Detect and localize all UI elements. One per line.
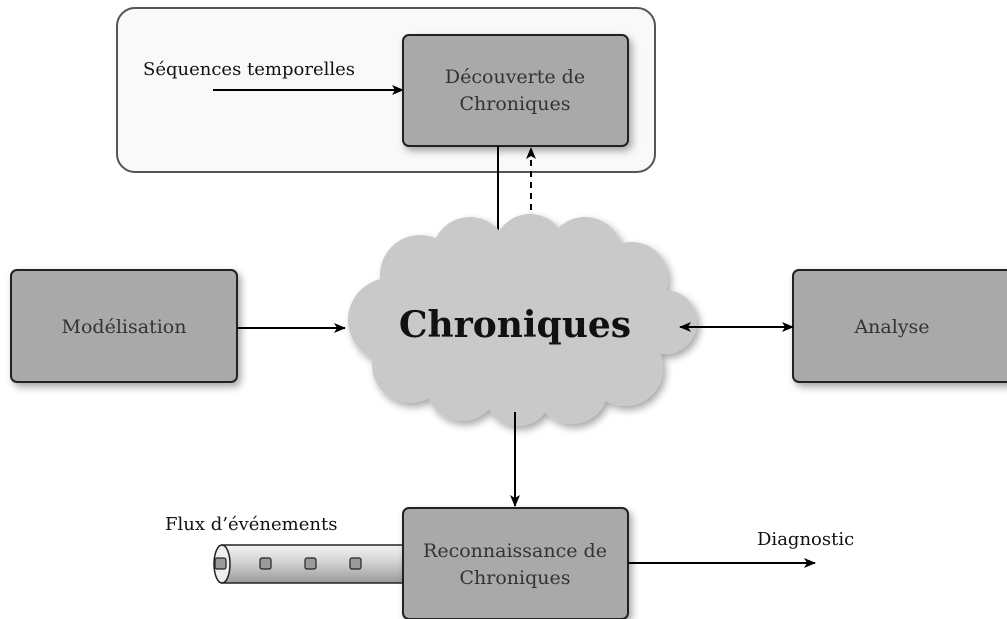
discovery-box-line2: Chroniques — [459, 93, 570, 115]
analysis-box-label: Analyse — [853, 316, 929, 338]
event-stream-label: Flux d’événements — [165, 514, 337, 535]
analysis-box: Analyse — [792, 269, 1007, 383]
center-label: Chroniques — [399, 304, 631, 346]
event-token — [259, 557, 272, 570]
diagnostic-label: Diagnostic — [757, 529, 854, 550]
event-stream-tube — [213, 544, 406, 584]
discovery-box-line1: Découverte de — [445, 66, 585, 88]
event-token — [214, 557, 227, 570]
event-token — [304, 557, 317, 570]
discovery-box: Découverte de Chroniques — [402, 34, 629, 147]
sequences-label: Séquences temporelles — [143, 59, 355, 80]
recognition-box-line2: Chroniques — [459, 567, 570, 589]
recognition-box-line1: Reconnaissance de — [423, 540, 607, 562]
modeling-box-label: Modélisation — [62, 316, 187, 338]
modeling-box: Modélisation — [10, 269, 238, 383]
event-token — [349, 557, 362, 570]
recognition-box: Reconnaissance de Chroniques — [402, 507, 629, 619]
chronicles-cloud — [348, 214, 697, 426]
